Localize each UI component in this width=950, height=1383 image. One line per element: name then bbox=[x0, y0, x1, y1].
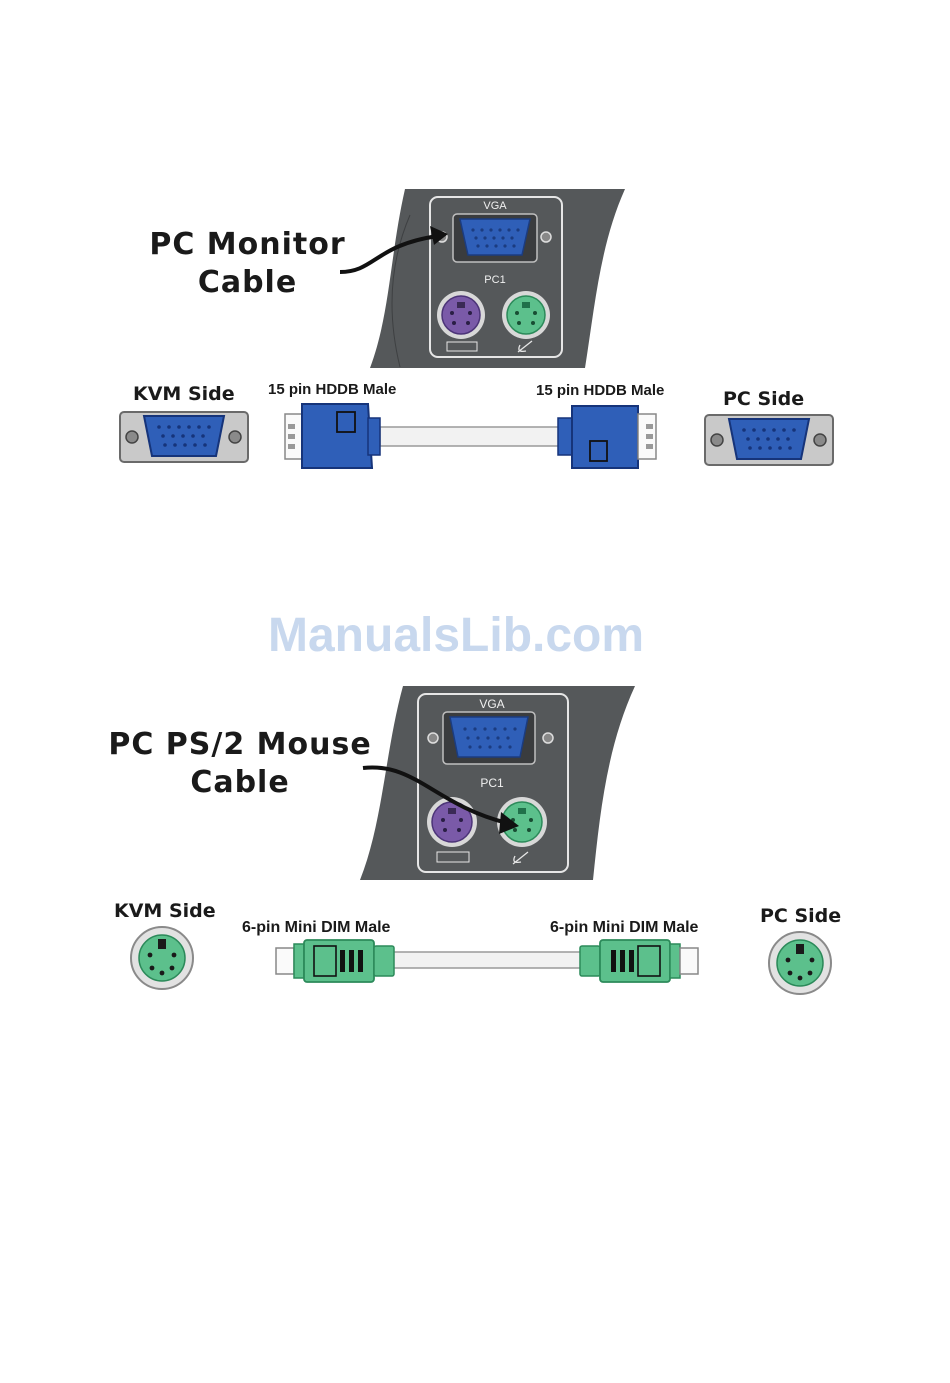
mouse-cable-title: PC PS/2 Mouse Cable bbox=[95, 726, 385, 802]
mouse-kvm-side-port bbox=[128, 925, 198, 991]
monitor-connector-left-label: 15 pin HDDB Male bbox=[268, 381, 396, 398]
mouse-pc-side-label: PC Side bbox=[760, 905, 841, 927]
monitor-panel-vga-label: VGA bbox=[483, 200, 507, 212]
monitor-cable-title-line2: Cable bbox=[140, 264, 355, 302]
mouse-pc-side-port bbox=[766, 930, 836, 996]
monitor-kvm-side-port bbox=[118, 410, 250, 465]
mouse-kvm-side-label: KVM Side bbox=[114, 900, 216, 922]
monitor-cable-arrow bbox=[330, 215, 460, 285]
monitor-panel-pc1-label: PC1 bbox=[484, 274, 505, 286]
mouse-connector-left-label: 6-pin Mini DIM Male bbox=[242, 919, 390, 937]
monitor-cable-title-line1: PC Monitor bbox=[140, 226, 355, 264]
mouse-cable-title-line2: Cable bbox=[95, 764, 385, 802]
monitor-kvm-side-label: KVM Side bbox=[133, 383, 235, 405]
monitor-pc-side-port bbox=[703, 413, 835, 468]
manualslib-watermark: ManualsLib.com bbox=[268, 608, 644, 663]
mouse-panel-vga-label: VGA bbox=[479, 697, 504, 711]
monitor-connector-right-label: 15 pin HDDB Male bbox=[536, 382, 664, 399]
vga-cable bbox=[280, 400, 665, 472]
monitor-pc-side-label: PC Side bbox=[723, 388, 804, 410]
monitor-cable-title: PC Monitor Cable bbox=[140, 226, 355, 302]
mouse-cable-arrow bbox=[355, 760, 530, 840]
mouse-cable-title-line1: PC PS/2 Mouse bbox=[95, 726, 385, 764]
ps2-cable bbox=[272, 938, 704, 984]
mouse-connector-right-label: 6-pin Mini DIM Male bbox=[550, 919, 698, 937]
